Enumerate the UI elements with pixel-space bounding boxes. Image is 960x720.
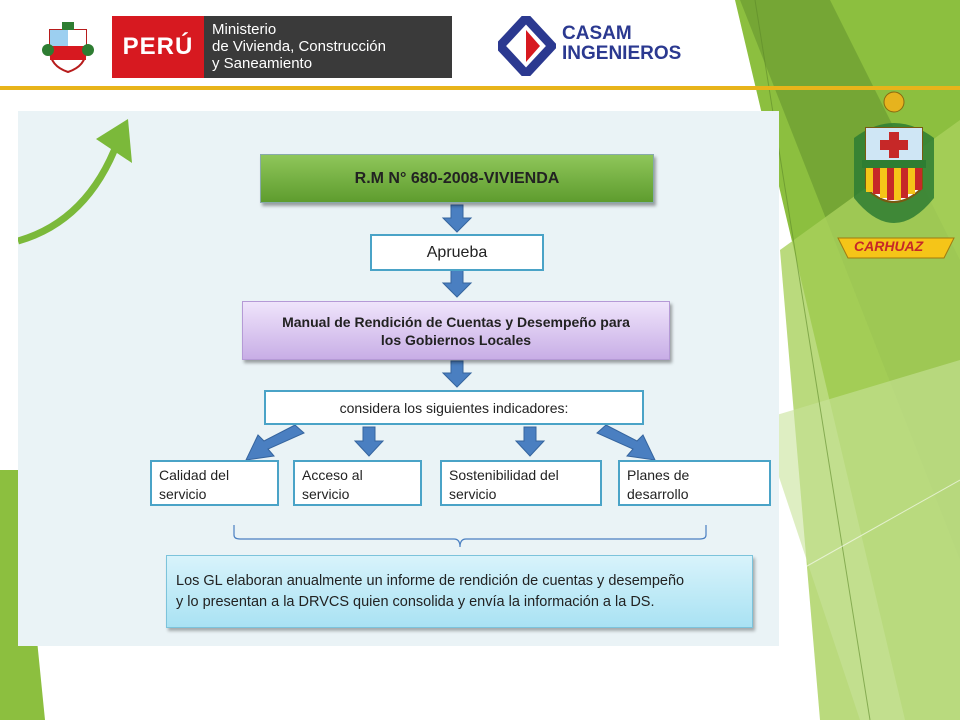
indicator-line-2: servicio — [302, 486, 350, 502]
country-label: PERÚ — [112, 16, 204, 78]
indicator-line-1: Planes de — [627, 467, 690, 483]
indicator-acceso: Acceso al servicio — [293, 460, 422, 506]
indicator-sostenibilidad: Sostenibilidad del servicio — [440, 460, 602, 506]
indicator-line-1: Acceso al — [302, 467, 363, 483]
diagram-arrows — [18, 119, 707, 548]
arrow-manual-to-considera — [441, 360, 473, 388]
header-bar: PERÚ Ministerio de Vivienda, Construcció… — [0, 0, 960, 90]
conclusion-line-2: y lo presentan a la DRVCS quien consolid… — [176, 593, 655, 610]
resolution-box: R.M N° 680-2008-VIVIENDA — [260, 154, 654, 203]
decorative-arrowhead — [96, 119, 132, 163]
arrow-to-acceso — [353, 426, 385, 457]
municipal-label: CARHUAZ — [854, 238, 924, 254]
arrow-to-calidad — [245, 424, 305, 461]
arrow-rm-to-aprueba — [441, 204, 473, 233]
carhuaz-emblem: CARHUAZ — [834, 88, 958, 266]
company-name: CASAM INGENIEROS — [562, 24, 681, 64]
ministry-line-3: y Saneamiento — [212, 55, 313, 72]
indicator-line-1: Sostenibilidad del — [449, 467, 559, 483]
arrow-to-planes — [596, 424, 656, 461]
grouping-brace — [233, 525, 707, 548]
indicator-line-2: servicio — [449, 486, 497, 502]
header-divider — [0, 86, 960, 90]
casam-diamond-icon — [498, 16, 556, 76]
conclusion-line-1: Los GL elaboran anualmente un informe de… — [176, 572, 685, 589]
arrow-to-sostenibilidad — [514, 426, 546, 457]
indicator-line-2: servicio — [159, 486, 207, 502]
ministry-logo: PERÚ Ministerio de Vivienda, Construcció… — [112, 16, 452, 78]
diagram-panel: R.M N° 680-2008-VIVIENDA Aprueba Manual … — [18, 111, 779, 646]
ministry-line-2: de Vivienda, Construcción — [212, 38, 386, 55]
indicator-calidad: Calidad del servicio — [150, 460, 279, 506]
peru-coat-of-arms-icon — [42, 22, 94, 74]
indicator-line-2: desarrollo — [627, 486, 689, 502]
company-line-1: CASAM — [562, 23, 632, 44]
decorative-curved-arrow — [18, 139, 122, 245]
manual-line-1: Manual de Rendición de Cuentas y Desempe… — [282, 313, 630, 330]
ministry-line-1: Ministerio — [212, 21, 277, 38]
arrow-aprueba-to-manual — [441, 269, 473, 298]
approves-box: Aprueba — [370, 234, 544, 271]
manual-box: Manual de Rendición de Cuentas y Desempe… — [242, 301, 670, 360]
conclusion-box: Los GL elaboran anualmente un informe de… — [166, 555, 753, 628]
company-line-2: INGENIEROS — [562, 43, 682, 64]
considers-box: considera los siguientes indicadores: — [264, 390, 644, 425]
ministry-name: Ministerio de Vivienda, Construcción y S… — [212, 21, 386, 72]
casam-logo: CASAM INGENIEROS — [498, 16, 698, 76]
manual-line-2: los Gobiernos Locales — [380, 331, 532, 348]
carhuaz-shield-icon — [837, 91, 955, 259]
indicator-planes: Planes de desarrollo — [618, 460, 771, 506]
indicator-line-1: Calidad del — [159, 467, 230, 483]
